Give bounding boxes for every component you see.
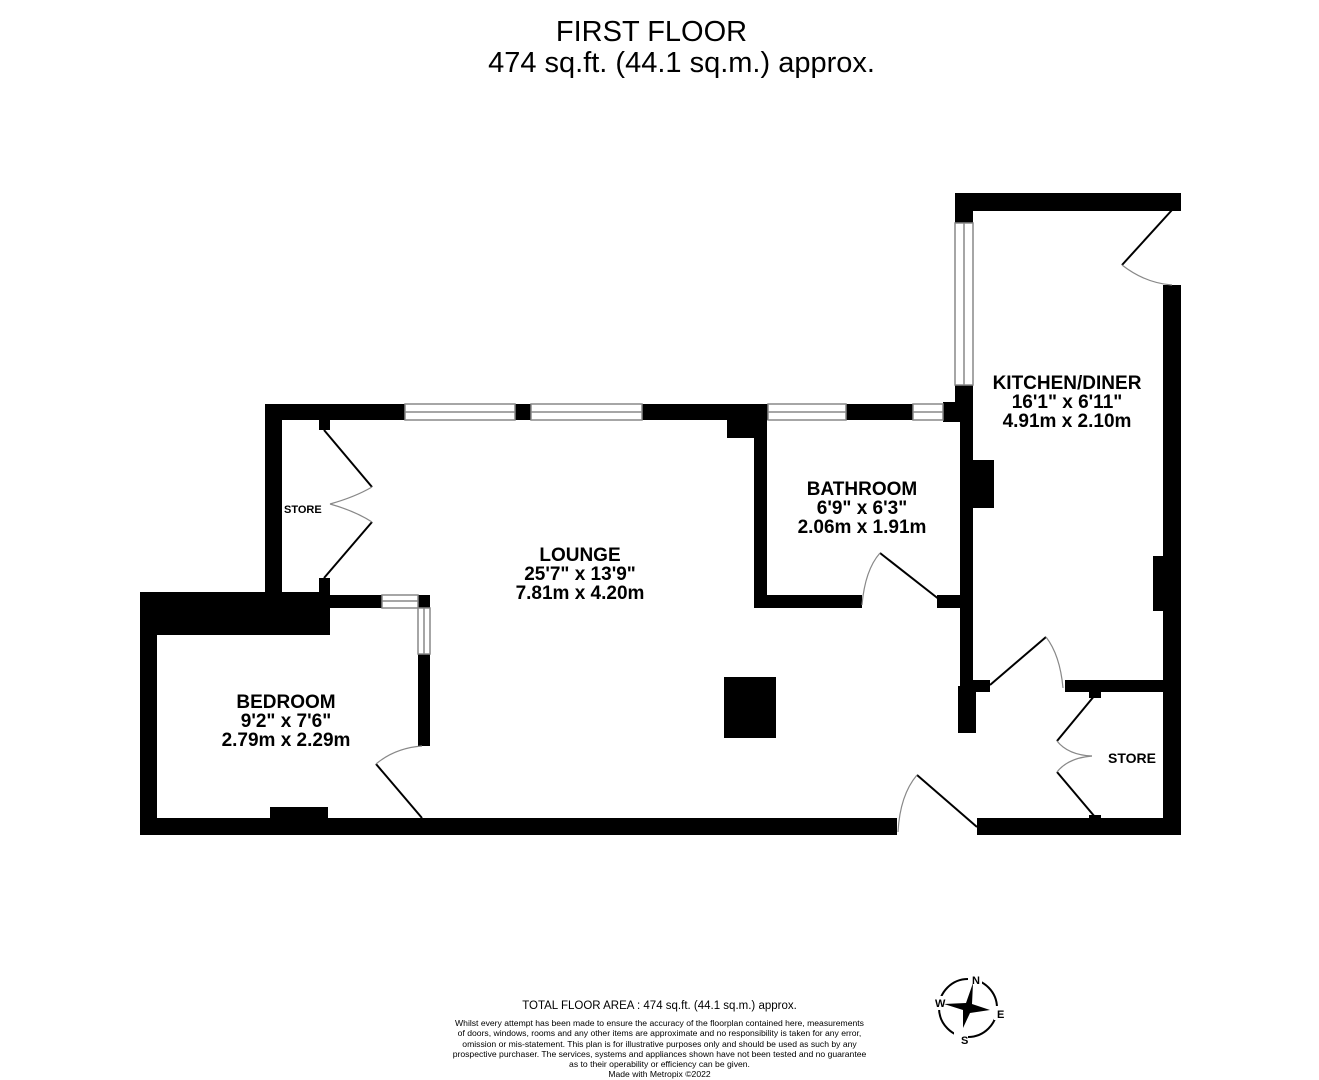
store-left-wall [265,404,282,604]
compass-n: N [972,975,980,987]
entrance-door [916,774,978,828]
disclaimer-line: of doors, windows, rooms and any other i… [457,1028,862,1039]
walls [140,193,1181,835]
bathroom-left-wall [754,418,767,608]
bedroom-left-wall [140,592,157,835]
room-metric: 4.91m x 2.10m [1002,411,1132,432]
room-label-bathroom: BATHROOM 6'9" x 6'3" 2.06m x 1.91m [798,480,927,537]
kitchen-right-wall [1163,285,1181,835]
compass-w: W [935,998,946,1010]
floor-area: 474 sq.ft. (44.1 sq.m.) approx. [488,47,875,79]
bottom-wall-right [977,818,1181,835]
kitchen-left-wall [960,405,973,730]
bathroom-bottom-wall-right [937,595,967,608]
store-hinge-lower [319,578,330,596]
disclaimer-line: Whilst every attempt has been made to en… [455,1018,864,1028]
kitchen-left-wall-upper [955,193,973,223]
room-name: BATHROOM [806,479,918,500]
floor-title: FIRST FLOOR [555,16,748,48]
room-label-lounge: LOUNGE 25'7" x 13'9" 7.81m x 4.20m [516,546,645,603]
store-hinge-top [1089,686,1101,698]
bathroom-top-wall-mid [846,404,913,420]
door-leaves [323,209,1173,828]
hall-pillar [958,686,976,733]
disclaimer-line: as to their operability or efficiency ca… [569,1059,750,1070]
room-name: BEDROOM [236,692,336,713]
store-door-right-upper [1056,694,1096,742]
store-hinge-bottom [1089,815,1101,823]
room-label-kitchen: KITCHEN/DINER 16'1" x 6'11" 4.91m x 2.10… [993,374,1142,431]
kitchen-corner [943,402,973,422]
room-metric: 2.06m x 1.91m [797,517,927,538]
store-door-upper [323,429,373,488]
store-door-right-lower [1056,771,1096,818]
kitchen-recess [1153,556,1165,611]
lounge-top-wall-left [265,404,405,420]
bedroom-window-corner [418,595,430,608]
bathroom-door [879,552,941,601]
kitchen-top-wall [955,193,1181,211]
bathroom-bottom-wall [754,595,862,608]
room-metric: 2.79m x 2.29m [221,730,351,751]
credit-line: Made with Metropix ©2022 [608,1069,711,1080]
kitchen-external-door [1121,209,1173,266]
lounge-pillar [724,677,776,738]
total-floor-area: TOTAL FLOOR AREA : 474 sq.ft. (44.1 sq.m… [522,1000,797,1012]
room-imperial: 16'1" x 6'11" [1011,392,1123,413]
kitchen-door [989,636,1047,686]
room-imperial: 25'7" x 13'9" [524,564,636,585]
room-name: LOUNGE [539,545,621,566]
lounge-top-wall-right [642,404,768,420]
bedroom-top-wall [330,595,382,608]
room-name: KITCHEN/DINER [992,373,1142,394]
bedroom-top-wall-thick [140,592,330,635]
lounge-top-wall-pier [515,404,531,420]
compass-e: E [997,1009,1004,1021]
store-hinge-upper [319,418,330,430]
store-door-lower [323,521,373,579]
compass-s: S [961,1035,968,1047]
room-imperial: 6'9" x 6'3" [816,498,908,519]
room-metric: 7.81m x 4.20m [515,583,645,604]
compass-rose-icon: N E S W [932,972,1006,1047]
bottom-wall-left [140,818,897,835]
door-arcs [329,264,1173,833]
disclaimer-line: omission or mis-statement. This plan is … [462,1038,857,1049]
bedroom-right-wall [418,654,430,746]
store-label-right: STORE [1108,750,1156,766]
lounge-corner-chimney [727,418,759,438]
disclaimer-line: prospective purchaser. The services, sys… [452,1048,867,1059]
room-imperial: 9'2" x 7'6" [240,711,332,732]
kitchen-bottom-wall-right [1065,680,1181,692]
disclaimer: Whilst every attempt has been made to en… [0,1018,1319,1080]
bedroom-door [375,763,423,819]
windows [381,222,974,655]
room-label-bedroom: BEDROOM 9'2" x 7'6" 2.79m x 2.29m [222,693,351,750]
kitchen-chimney [972,460,994,508]
store-label-left: STORE [284,504,322,516]
